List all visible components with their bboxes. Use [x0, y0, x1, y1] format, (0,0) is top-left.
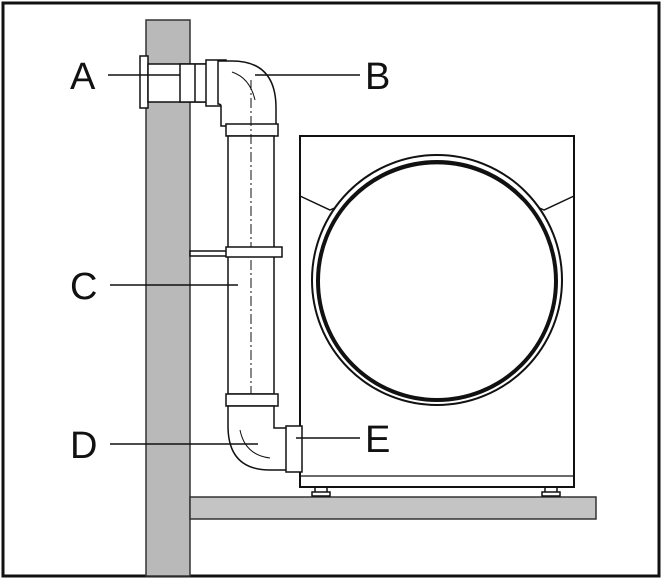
leader-lines [108, 74, 360, 445]
upper-clamp [225, 123, 279, 137]
wall-adapter [139, 55, 227, 109]
label-a: A [70, 56, 96, 98]
dryer [299, 135, 575, 488]
wall-bracket [189, 246, 283, 258]
dryer-door-highlight [351, 163, 523, 201]
dryer-connector [285, 425, 303, 473]
wall [145, 19, 191, 577]
upper-elbow [217, 60, 277, 127]
dryer-door-inner [316, 160, 558, 402]
label-b: B [365, 56, 390, 98]
label-e: E [365, 419, 390, 461]
floor [189, 496, 597, 520]
label-d: D [70, 425, 97, 467]
lower-clamp [225, 393, 279, 407]
label-c: C [70, 266, 97, 308]
